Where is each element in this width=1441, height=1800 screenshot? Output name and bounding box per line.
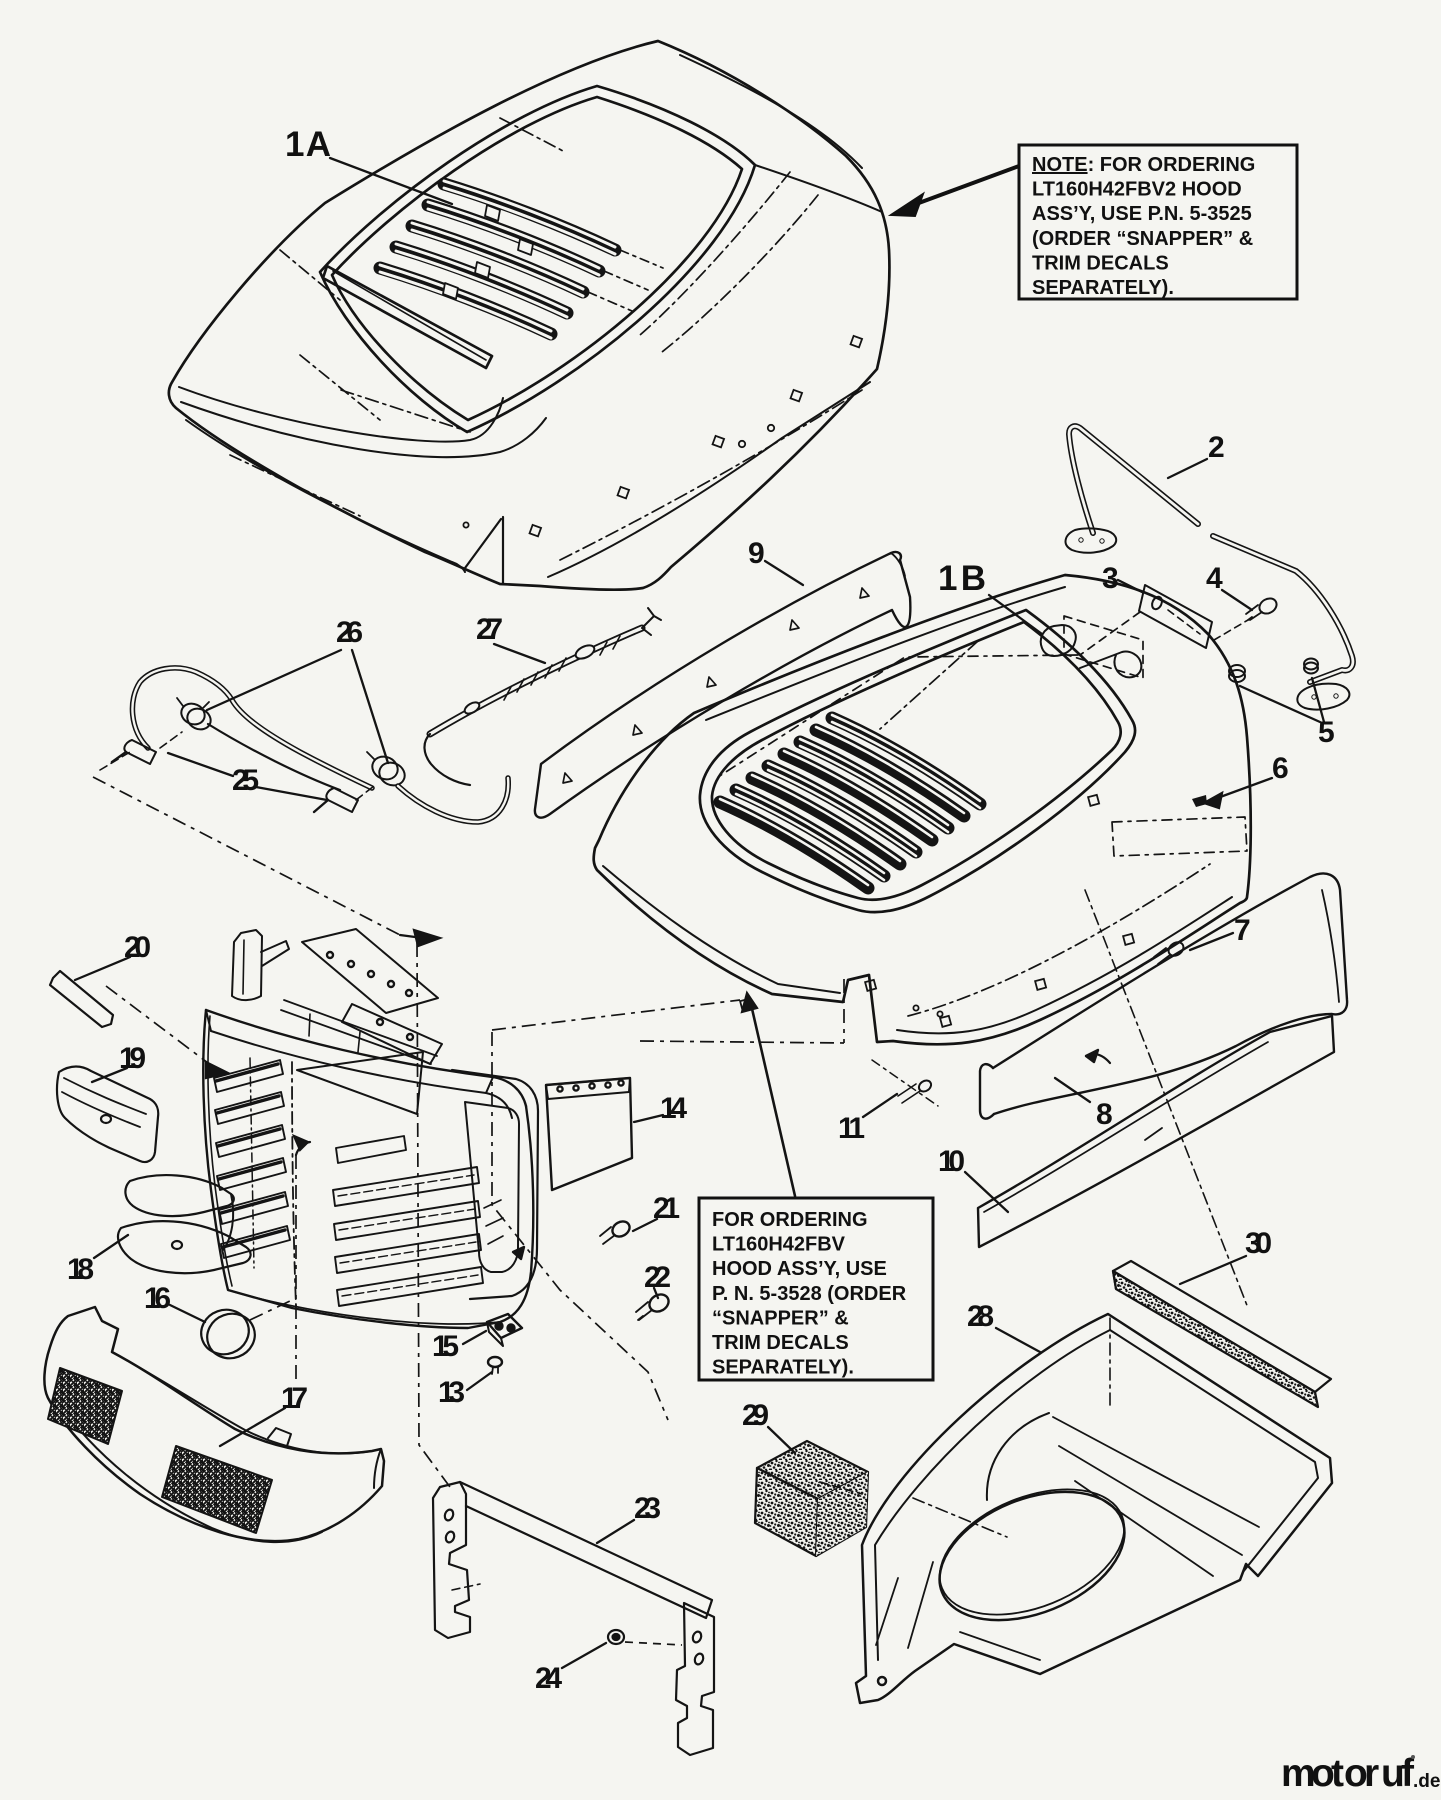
svg-text:7: 7 <box>1234 914 1251 947</box>
svg-text:o: o <box>1311 1752 1335 1795</box>
svg-text:SEPARATELY).: SEPARATELY). <box>1032 277 1174 299</box>
svg-text:o: o <box>1344 1752 1368 1795</box>
svg-text:20: 20 <box>124 931 151 964</box>
svg-text:18: 18 <box>67 1253 94 1286</box>
svg-text:u: u <box>1381 1752 1405 1795</box>
svg-text:6: 6 <box>1272 752 1289 785</box>
svg-text:FOR ORDERING: FOR ORDERING <box>712 1209 868 1231</box>
svg-text:22: 22 <box>644 1261 671 1294</box>
svg-text:17: 17 <box>281 1382 308 1415</box>
svg-text:27: 27 <box>476 613 503 646</box>
svg-text:23: 23 <box>634 1492 661 1525</box>
svg-text:m: m <box>1281 1752 1316 1795</box>
svg-text:1A: 1A <box>285 125 331 164</box>
svg-text:15: 15 <box>432 1330 459 1363</box>
svg-text:f: f <box>1401 1752 1415 1795</box>
svg-text:4: 4 <box>1206 562 1223 595</box>
svg-text:2: 2 <box>1208 431 1225 464</box>
svg-text:LT160H42FBV: LT160H42FBV <box>712 1234 846 1256</box>
svg-text:14: 14 <box>660 1092 687 1125</box>
svg-text:ASS’Y, USE P.N. 5-3525: ASS’Y, USE P.N. 5-3525 <box>1032 203 1252 225</box>
svg-text:19: 19 <box>119 1042 146 1075</box>
svg-text:HOOD ASS’Y, USE: HOOD ASS’Y, USE <box>712 1258 887 1280</box>
svg-text:.de: .de <box>1413 1771 1440 1792</box>
svg-text:r: r <box>1364 1752 1379 1795</box>
svg-text:10: 10 <box>938 1145 965 1178</box>
svg-text:“SNAPPER” &: “SNAPPER” & <box>712 1307 849 1329</box>
svg-text:P. N. 5-3528 (ORDER: P. N. 5-3528 (ORDER <box>712 1283 907 1305</box>
svg-text:11: 11 <box>838 1112 865 1145</box>
svg-text:21: 21 <box>653 1192 680 1225</box>
svg-text:TRIM DECALS: TRIM DECALS <box>712 1332 849 1354</box>
svg-text:29: 29 <box>742 1399 769 1432</box>
svg-text:24: 24 <box>535 1662 562 1695</box>
svg-text:SEPARATELY).: SEPARATELY). <box>712 1357 854 1379</box>
svg-text:28: 28 <box>967 1300 994 1333</box>
svg-text:LT160H42FBV2 HOOD: LT160H42FBV2 HOOD <box>1032 179 1242 201</box>
svg-text:8: 8 <box>1096 1098 1113 1131</box>
svg-text:t: t <box>1331 1752 1344 1795</box>
svg-text:TRIM DECALS: TRIM DECALS <box>1032 252 1169 274</box>
svg-text:26: 26 <box>336 616 363 649</box>
svg-text:16: 16 <box>144 1282 171 1315</box>
svg-text:NOTE: FOR ORDERING: NOTE: FOR ORDERING <box>1032 154 1255 176</box>
svg-text:9: 9 <box>748 537 765 570</box>
svg-text:5: 5 <box>1318 716 1335 749</box>
svg-text:13: 13 <box>438 1376 465 1409</box>
svg-text:(ORDER “SNAPPER” &: (ORDER “SNAPPER” & <box>1032 228 1253 250</box>
svg-text:30: 30 <box>1245 1227 1272 1260</box>
svg-text:3: 3 <box>1102 562 1119 595</box>
svg-text:25: 25 <box>232 764 259 797</box>
svg-text:1B: 1B <box>938 559 986 598</box>
